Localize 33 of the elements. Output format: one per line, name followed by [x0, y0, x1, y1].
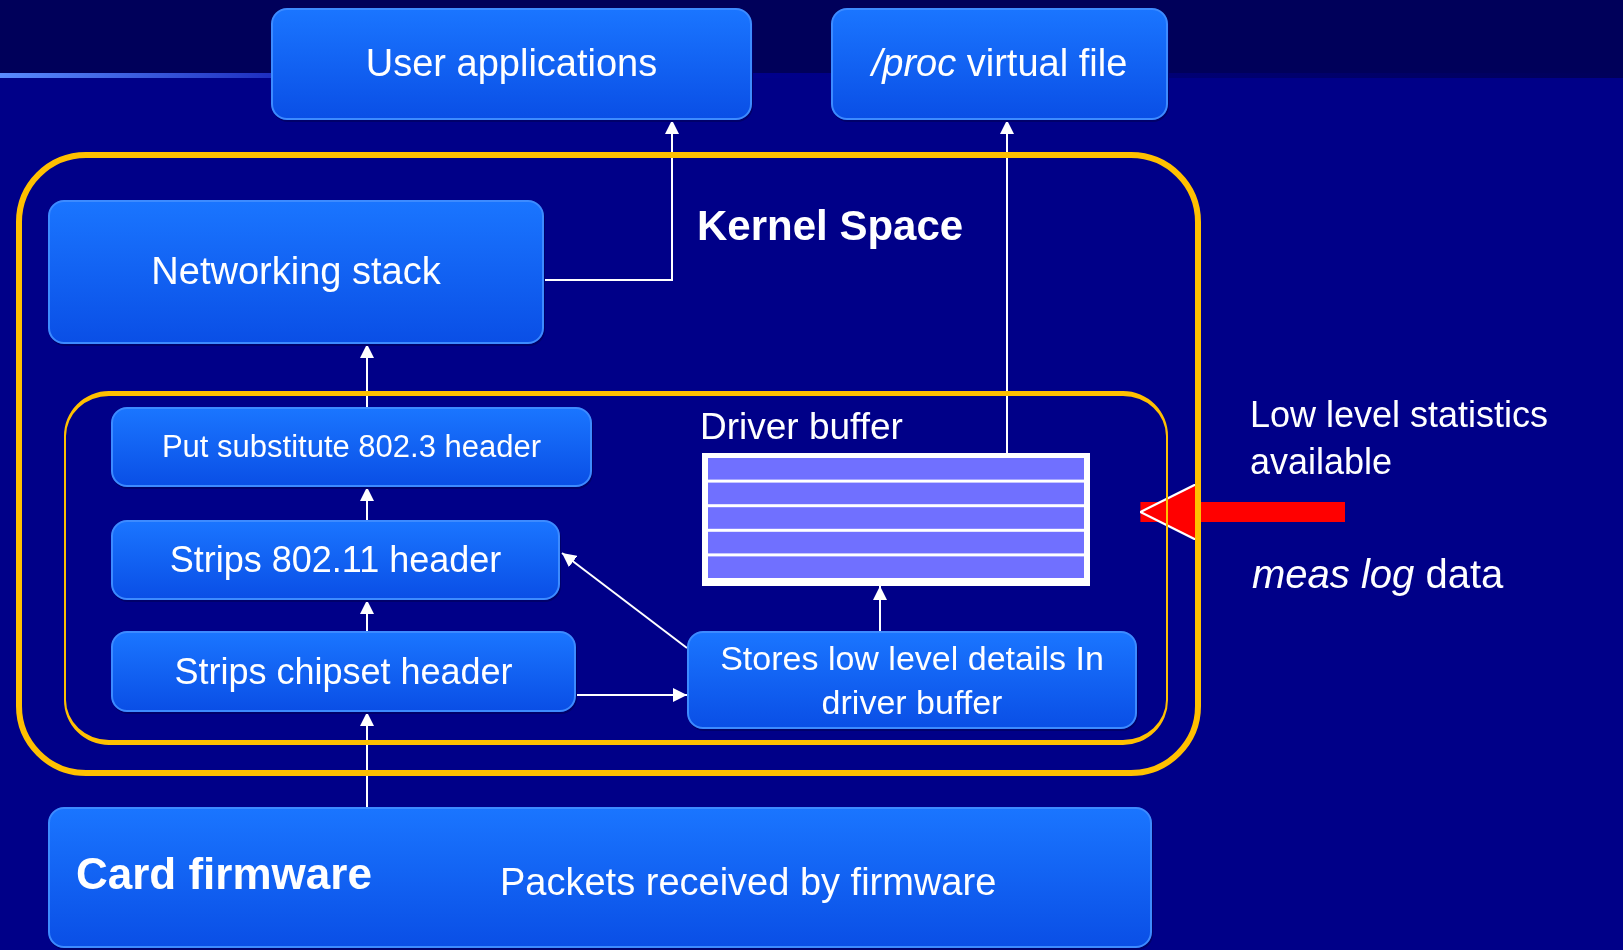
thick-arrow: [1139, 482, 1345, 542]
box-text: Strips chipset header: [174, 650, 513, 693]
arrow: [873, 585, 887, 632]
process-box: [271, 8, 752, 120]
process-box: [48, 200, 544, 344]
heading-text: Kernel Space: [697, 202, 964, 250]
note-text: Low level statistics available: [1250, 393, 1550, 484]
process-box: [111, 631, 576, 712]
process-box: [111, 520, 560, 600]
box-text: Packets received by firmware: [500, 861, 997, 905]
note-text: meas log data: [1252, 552, 1504, 597]
box-text: Stores low level details In driver buffer: [719, 637, 1105, 723]
box-text: Put substitute 802.3 header: [161, 429, 542, 465]
arrow: [360, 711, 374, 808]
heading-text: Card firmware: [76, 849, 372, 900]
box-text: Driver buffer: [700, 406, 903, 448]
box-text: User applications: [365, 42, 658, 86]
process-box: [831, 8, 1168, 120]
process-box: [111, 407, 592, 487]
arrow: [360, 486, 374, 521]
box-text: Networking stack: [151, 250, 441, 294]
arrow: [575, 688, 688, 702]
process-box: [48, 807, 1152, 948]
arrow: [360, 599, 374, 632]
group-outline: [64, 391, 1168, 745]
arrow: [543, 119, 679, 281]
arrow: [360, 343, 374, 408]
process-box: [687, 631, 1137, 729]
arrow: [561, 552, 688, 649]
region-outline: [16, 152, 1201, 776]
box-text: /proc virtual file: [871, 42, 1128, 86]
arrow: [1000, 119, 1014, 454]
box-text: Strips 802.11 header: [169, 539, 502, 581]
